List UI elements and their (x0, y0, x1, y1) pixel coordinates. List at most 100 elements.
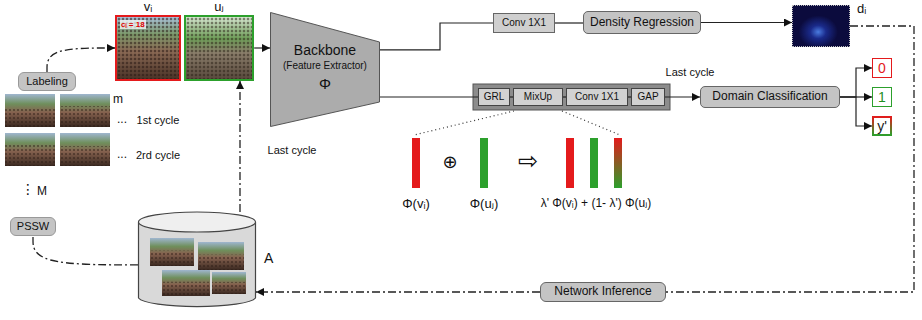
edge-label-holder: Last cycle (266, 144, 319, 157)
node-label: GRL (484, 91, 505, 103)
node-label: vᵢ (117, 0, 179, 14)
thumbnail-texture (60, 106, 110, 127)
node-label: y' (877, 118, 887, 134)
label-holder: m (113, 93, 123, 107)
mixed-feature-bar (614, 138, 622, 188)
node-label: Labeling (26, 75, 68, 88)
label-holder: ⇨ (518, 147, 538, 175)
stored-image (198, 242, 244, 270)
annotation: Φ(vᵢ) (402, 197, 430, 212)
node-label: A (264, 250, 273, 266)
thumbnail (60, 94, 110, 127)
annotation: λ' Φ(vᵢ) + (1- λ') Φ(uⱼ) (541, 197, 652, 211)
edge-label: Last cycle (266, 144, 319, 157)
head-strip (473, 84, 670, 110)
stored-image (162, 270, 210, 296)
label-holder: 2rd cycle (136, 149, 180, 162)
thumbnail (5, 133, 55, 166)
annotation: ⊕ (442, 152, 457, 173)
annotation: ⋮ (21, 181, 35, 197)
annotation: M (37, 185, 47, 199)
connector (380, 96, 478, 97)
image-frame: vᵢcᵢ = 18 (115, 15, 181, 81)
node-sublabel: Φ (270, 75, 380, 92)
node-label: Backbone (270, 42, 380, 58)
connector (665, 96, 700, 97)
node-label: Conv 1X1 (502, 17, 546, 29)
feature-bar (590, 138, 598, 188)
stored-image-texture (150, 251, 194, 266)
cycle-flow-line (239, 81, 240, 212)
label-holder: ⋮ (21, 181, 35, 197)
sample-thumbnails (5, 94, 110, 166)
process-box: Domain Classification (700, 86, 840, 108)
node-label: 0 (878, 60, 886, 76)
stored-image-texture (198, 255, 244, 270)
label-holder: Φ(vᵢ) (402, 197, 430, 212)
node-label: Density Regression (590, 16, 694, 30)
feature-bar (566, 138, 574, 188)
label-holder: Φ(uⱼ) (470, 197, 499, 212)
cycle-flow-line (47, 48, 115, 72)
process-box: Network Inference (540, 282, 666, 302)
connector (380, 23, 493, 50)
layer-box: GAP (631, 88, 665, 106)
output-label: 0 (872, 58, 892, 78)
annotation: ⇨ (518, 147, 538, 175)
edge-label-holder: Last cycle (664, 66, 717, 79)
node-label: 1 (878, 89, 886, 105)
cycle-flow-line (256, 291, 540, 292)
thumbnail-texture (60, 146, 110, 166)
thumbnail-texture (5, 108, 55, 127)
connector (840, 97, 872, 126)
node-sublabel: cᵢ = 18 (120, 20, 146, 29)
leader-line (414, 111, 514, 135)
node-label: uⱼ (186, 0, 252, 14)
database-body (139, 222, 256, 307)
feature-bar (412, 138, 420, 188)
backbone-shape (271, 13, 380, 127)
connector (840, 68, 872, 97)
connector (254, 47, 270, 48)
label-holder: M (37, 185, 47, 199)
conv-box: Conv 1X1 (493, 13, 555, 33)
connector (555, 22, 583, 23)
node-label: Domain Classification (712, 90, 827, 104)
connector (701, 22, 792, 23)
stored-image-texture (162, 282, 210, 296)
edge-label: Last cycle (664, 66, 717, 79)
node-label: Conv 1X1 (575, 91, 619, 103)
annotation: ... (117, 148, 127, 162)
node-label: MixUp (524, 91, 552, 103)
label-holder: ... (117, 113, 127, 127)
density-map: dᵢ (792, 5, 850, 47)
node-label: dᵢ (857, 2, 866, 17)
label-holder: λ' Φ(vᵢ) + (1- λ') Φ(uⱼ) (541, 197, 652, 211)
thumbnail (5, 94, 55, 127)
thumbnail (60, 133, 110, 166)
annotation: m (113, 93, 123, 107)
database: A (138, 212, 256, 308)
stored-image (150, 238, 194, 266)
node-label: Network Inference (554, 285, 651, 299)
output-label: y' (872, 116, 892, 136)
step-box: Labeling (18, 72, 76, 91)
cycle-flow-line (33, 236, 138, 265)
layer-box: Conv 1X1 (566, 88, 628, 106)
label-holder: ... (117, 148, 127, 162)
annotation: 2rd cycle (136, 149, 180, 162)
node-label: GAP (637, 91, 658, 103)
backbone-block: Backbone (Feature Extractor) Φ (270, 12, 380, 127)
label-holder: 1st cycle (137, 114, 180, 127)
database-shape (138, 212, 256, 308)
annotation: 1st cycle (137, 114, 180, 127)
thumbnail-texture (5, 143, 55, 166)
process-box: Density Regression (583, 11, 701, 34)
stored-image-texture (212, 282, 246, 294)
node-sublabel: (Feature Extractor) (270, 60, 380, 72)
annotation: Φ(uⱼ) (470, 197, 499, 212)
leader-line (562, 111, 620, 135)
step-box: PSSW (10, 217, 56, 236)
node-label: PSSW (17, 220, 49, 233)
